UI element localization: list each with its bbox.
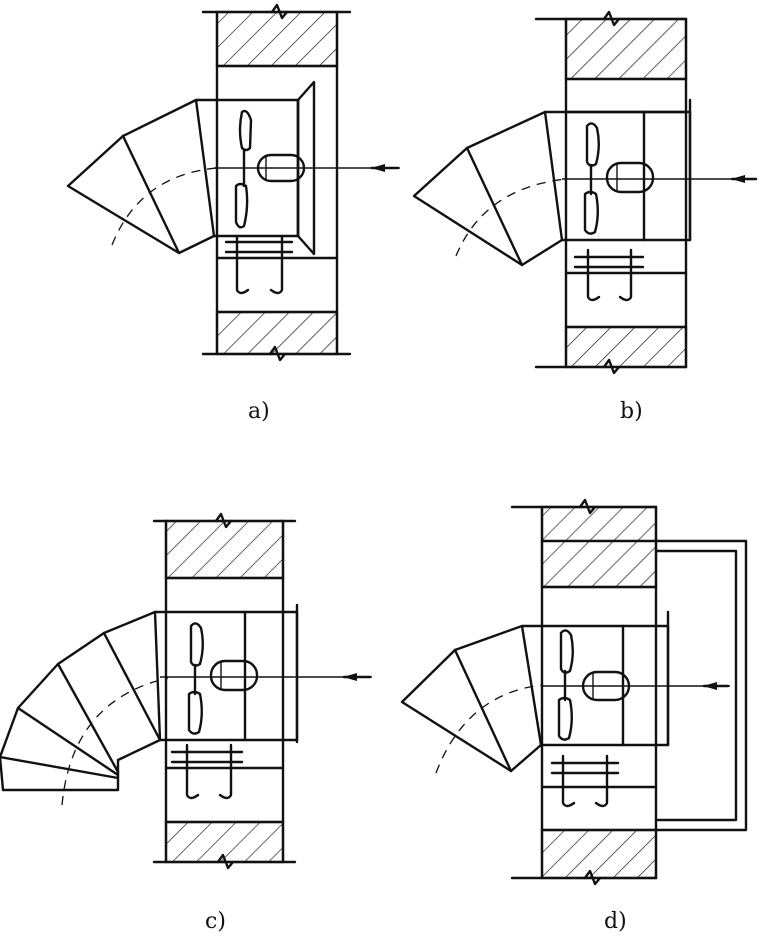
weather-hood [654, 539, 748, 832]
duct-elbow [412, 98, 692, 267]
panel-d: d) [400, 498, 748, 934]
panel-b: b) [412, 10, 758, 424]
support-bracket [550, 754, 620, 808]
wall-section [201, 3, 352, 362]
fan-impeller [187, 622, 259, 735]
fan-impeller [234, 109, 306, 229]
panel-c: c) [0, 512, 372, 934]
panel-label-c: c) [205, 909, 226, 934]
panel-a: a) [66, 3, 400, 424]
panel-label-a: a) [248, 399, 270, 424]
panel-label-d: d) [604, 909, 627, 934]
support-bracket [224, 234, 294, 295]
duct-elbow [0, 603, 299, 806]
fan-impeller [557, 629, 631, 741]
wall-section [152, 512, 297, 870]
fan-impeller [583, 122, 655, 235]
duct-elbow [66, 98, 300, 255]
wall-section [510, 498, 658, 886]
support-bracket [170, 743, 244, 800]
support-bracket [573, 248, 645, 302]
panel-label-b: b) [620, 399, 643, 424]
wall-section [534, 10, 688, 375]
